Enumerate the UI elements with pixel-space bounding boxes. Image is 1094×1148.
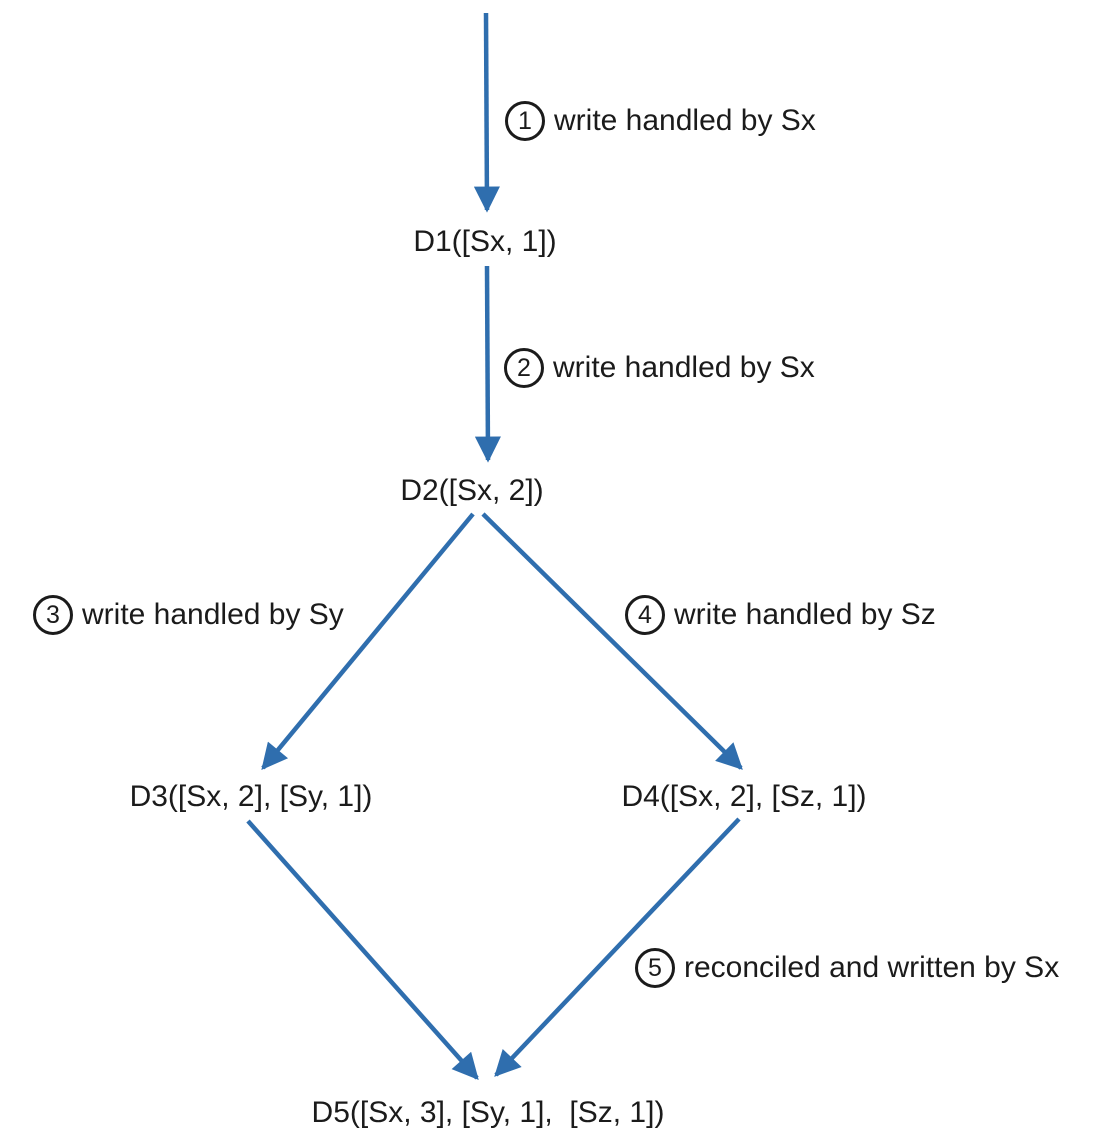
step-5-label: reconciled and written by Sx <box>684 951 1060 984</box>
node-d1: D1([Sx, 1]) <box>413 224 557 258</box>
arrow-d4-to-d5 <box>494 817 741 1077</box>
step-5-number-circle: 5 <box>635 948 675 988</box>
step-2: 2 write handled by Sx <box>504 346 815 390</box>
step-5: 5 reconciled and written by Sx <box>635 946 1059 990</box>
arrow-d3-to-d5 <box>246 819 479 1080</box>
step-2-label: write handled by Sx <box>553 351 815 384</box>
step-3-label: write handled by Sy <box>82 598 344 631</box>
step-3: 3 write handled by Sy <box>33 593 344 637</box>
node-d5: D5([Sx, 3], [Sy, 1], [Sz, 1]) <box>311 1095 665 1129</box>
arrow-write-2 <box>474 265 501 463</box>
step-4-number-circle: 4 <box>625 595 665 635</box>
node-d3: D3([Sx, 2], [Sy, 1]) <box>129 779 373 813</box>
node-d2: D2([Sx, 2]) <box>400 473 544 507</box>
step-3-number-circle: 3 <box>33 595 73 635</box>
step-1-number-circle: 1 <box>505 101 545 141</box>
arrow-write-1 <box>473 12 500 213</box>
step-2-number-circle: 2 <box>504 348 544 388</box>
step-4-label: write handled by Sz <box>674 598 936 631</box>
step-4: 4 write handled by Sz <box>625 593 936 637</box>
node-d4: D4([Sx, 2], [Sz, 1]) <box>621 779 867 813</box>
arrow-d2-to-d4 <box>481 512 743 770</box>
step-1-label: write handled by Sx <box>554 104 816 137</box>
step-1: 1 write handled by Sx <box>505 99 816 143</box>
arrow-d2-to-d3 <box>261 512 475 771</box>
